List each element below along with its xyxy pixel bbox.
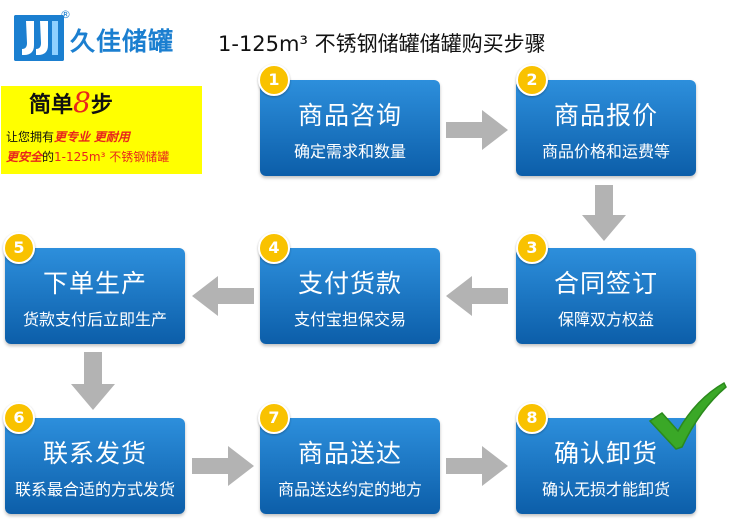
step-4-box: 支付货款 支付宝担保交易	[260, 248, 440, 344]
step-5-badge: 5	[3, 232, 35, 264]
step-4-badge: 4	[258, 232, 290, 264]
promo-line-2: 更安全的1-125m³ 不锈钢储罐	[6, 150, 170, 164]
step-5-box: 下单生产 货款支付后立即生产	[5, 248, 185, 344]
step-title: 合同签订	[553, 269, 658, 298]
step-7-badge: 7	[258, 402, 290, 434]
step-title: 确认卸货	[553, 439, 658, 468]
step-1-badge: 1	[258, 64, 290, 96]
step-6-badge: 6	[3, 402, 35, 434]
step-subtitle: 确定需求和数量	[293, 142, 406, 161]
right-arrow-icon	[192, 446, 254, 486]
logo-icon	[14, 15, 64, 61]
step-3-box: 合同签订 保障双方权益	[516, 248, 696, 344]
down-arrow-icon	[582, 185, 626, 241]
step-7-box: 商品送达 商品送达约定的地方	[260, 418, 440, 514]
step-subtitle: 货款支付后立即生产	[22, 310, 167, 329]
promo-title-number: 8	[73, 86, 91, 119]
registered-mark: ®	[60, 8, 71, 21]
left-arrow-icon	[192, 276, 254, 316]
step-subtitle: 支付宝担保交易	[293, 310, 406, 329]
promo-line-1: 让您拥有更专业 更耐用	[6, 130, 130, 144]
step-subtitle: 商品价格和运费等	[541, 142, 670, 161]
step-subtitle: 确认无损才能卸货	[541, 480, 670, 499]
right-arrow-icon	[446, 110, 508, 150]
step-title: 下单生产	[42, 269, 147, 298]
left-arrow-icon	[446, 276, 508, 316]
step-subtitle: 保障双方权益	[557, 310, 654, 329]
promo-title: 简单8步	[29, 86, 113, 119]
step-8-badge: 8	[516, 402, 548, 434]
promo-banner: 简单8步 让您拥有更专业 更耐用 更安全的1-125m³ 不锈钢储罐	[1, 86, 202, 174]
step-subtitle: 商品送达约定的地方	[277, 480, 422, 499]
step-2-box: 商品报价 商品价格和运费等	[516, 80, 696, 176]
step-2-badge: 2	[516, 64, 548, 96]
step-title: 联系发货	[42, 439, 147, 468]
step-1-box: 商品咨询 确定需求和数量	[260, 80, 440, 176]
step-subtitle: 联系最合适的方式发货	[14, 480, 175, 499]
page-title: 1-125m³ 不锈钢储罐储罐购买步骤	[218, 32, 546, 56]
step-6-box: 联系发货 联系最合适的方式发货	[5, 418, 185, 514]
step-title: 商品报价	[553, 101, 658, 130]
down-arrow-icon	[71, 352, 115, 410]
brand-name: 久佳储罐	[70, 27, 175, 56]
step-title: 商品咨询	[297, 101, 402, 130]
step-title: 商品送达	[297, 439, 402, 468]
checkmark-icon	[648, 381, 728, 451]
right-arrow-icon	[446, 446, 508, 486]
step-3-badge: 3	[516, 232, 548, 264]
step-title: 支付货款	[297, 269, 402, 298]
